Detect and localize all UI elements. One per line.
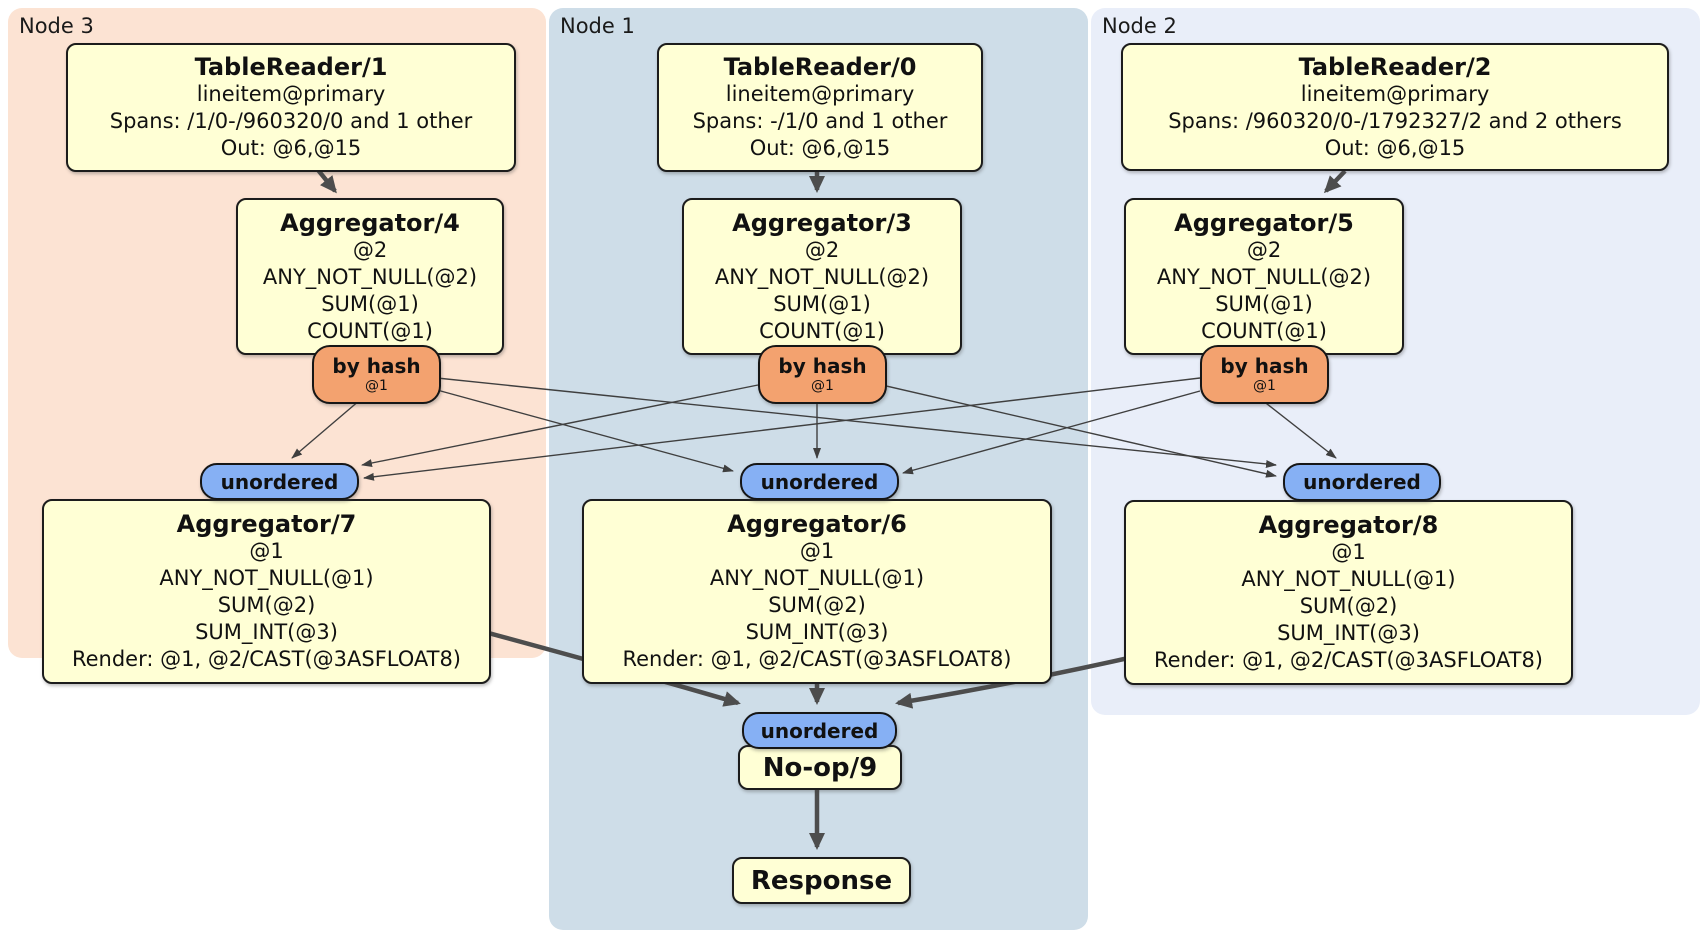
- box-line: @2: [352, 237, 388, 262]
- box-line: lineitem@primary: [725, 82, 915, 106]
- box-line: SUM(@1): [321, 291, 419, 316]
- box-line: COUNT(@1): [759, 318, 885, 343]
- box-line: @2: [804, 237, 840, 262]
- box-line: Out: @6,@15: [1324, 135, 1466, 160]
- unordered-label: unordered: [1303, 470, 1421, 494]
- by-hash-pill-node3: by hash @1: [312, 345, 441, 404]
- box-title: No-op/9: [762, 752, 878, 783]
- box-line: COUNT(@1): [307, 318, 433, 343]
- tablereader-1-box: TableReader/1 lineitem@primary Spans: /1…: [66, 43, 516, 172]
- tablereader-0-box: TableReader/0 lineitem@primary Spans: -/…: [657, 43, 983, 172]
- tablereader-2-box: TableReader/2 lineitem@primary Spans: /9…: [1121, 43, 1669, 171]
- box-line: @1: [799, 539, 835, 563]
- box-line: Spans: -/1/0 and 1 other: [692, 109, 948, 133]
- box-line: SUM(@2): [1299, 594, 1398, 618]
- aggregator-5-box: Aggregator/5 @2 ANY_NOT_NULL(@2) SUM(@1)…: [1124, 198, 1404, 355]
- box-line: Render: @1, @2/CAST(@3ASFLOAT8): [1153, 648, 1544, 672]
- box-line: SUM_INT(@3): [1277, 621, 1420, 645]
- box-title: Aggregator/5: [1174, 208, 1354, 237]
- unordered-sync-final: unordered: [742, 712, 897, 749]
- response-box: Response: [732, 857, 911, 904]
- unordered-sync-node1: unordered: [740, 463, 899, 500]
- box-line: @1: [249, 539, 284, 563]
- box-line: SUM_INT(@3): [745, 620, 889, 644]
- box-line: ANY_NOT_NULL(@1): [709, 566, 925, 590]
- box-line: SUM(@1): [1215, 291, 1313, 316]
- box-line: ANY_NOT_NULL(@1): [159, 566, 374, 590]
- by-hash-pill-node1: by hash @1: [758, 345, 887, 404]
- box-title: Aggregator/3: [732, 208, 912, 237]
- box-line: Out: @6,@15: [749, 136, 891, 160]
- unordered-sync-node3: unordered: [200, 463, 359, 500]
- aggregator-7-box: Aggregator/7 @1 ANY_NOT_NULL(@1) SUM(@2)…: [42, 499, 491, 684]
- box-title: Response: [750, 865, 893, 896]
- box-line: Spans: /1/0-/960320/0 and 1 other: [109, 109, 473, 133]
- unordered-label: unordered: [760, 718, 879, 743]
- box-line: Out: @6,@15: [220, 136, 362, 160]
- unordered-label: unordered: [760, 469, 879, 494]
- box-line: ANY_NOT_NULL(@2): [262, 264, 478, 289]
- box-line: @1: [1331, 540, 1366, 564]
- box-line: @2: [1246, 237, 1282, 262]
- box-title: Aggregator/4: [280, 208, 460, 237]
- box-title: TableReader/2: [1298, 52, 1492, 81]
- box-title: Aggregator/6: [727, 510, 907, 538]
- box-line: COUNT(@1): [1201, 318, 1327, 343]
- by-hash-label: by hash: [332, 353, 421, 378]
- by-hash-label: by hash: [1220, 353, 1309, 378]
- by-hash-columns: @1: [1253, 377, 1276, 394]
- box-line: lineitem@primary: [1300, 81, 1490, 106]
- noop-9-box: No-op/9: [738, 745, 902, 790]
- unordered-label: unordered: [220, 469, 339, 494]
- box-line: ANY_NOT_NULL(@1): [1241, 567, 1456, 591]
- box-line: Render: @1, @2/CAST(@3ASFLOAT8): [622, 647, 1012, 671]
- node3-label: Node 3: [19, 14, 94, 38]
- box-line: Render: @1, @2/CAST(@3ASFLOAT8): [71, 647, 462, 671]
- unordered-sync-node2: unordered: [1283, 463, 1441, 501]
- box-title: Aggregator/8: [1258, 511, 1439, 539]
- box-line: ANY_NOT_NULL(@2): [714, 264, 930, 289]
- box-line: lineitem@primary: [196, 82, 386, 106]
- box-line: SUM(@2): [217, 593, 316, 617]
- box-line: Spans: /960320/0-/1792327/2 and 2 others: [1168, 108, 1622, 133]
- aggregator-8-box: Aggregator/8 @1 ANY_NOT_NULL(@1) SUM(@2)…: [1124, 500, 1573, 685]
- by-hash-label: by hash: [778, 353, 867, 378]
- box-title: Aggregator/7: [176, 510, 357, 538]
- aggregator-3-box: Aggregator/3 @2 ANY_NOT_NULL(@2) SUM(@1)…: [682, 198, 962, 355]
- box-line: ANY_NOT_NULL(@2): [1156, 264, 1372, 289]
- box-title: TableReader/1: [194, 53, 388, 81]
- by-hash-pill-node2: by hash @1: [1200, 345, 1329, 404]
- aggregator-6-box: Aggregator/6 @1 ANY_NOT_NULL(@1) SUM(@2)…: [582, 499, 1052, 684]
- node2-label: Node 2: [1102, 14, 1177, 38]
- by-hash-columns: @1: [365, 377, 388, 394]
- box-line: SUM(@1): [773, 291, 871, 316]
- aggregator-4-box: Aggregator/4 @2 ANY_NOT_NULL(@2) SUM(@1)…: [236, 198, 504, 355]
- by-hash-columns: @1: [811, 377, 834, 394]
- box-line: SUM_INT(@3): [195, 620, 338, 644]
- node1-label: Node 1: [560, 14, 635, 38]
- box-title: TableReader/0: [723, 53, 917, 81]
- box-line: SUM(@2): [768, 593, 866, 617]
